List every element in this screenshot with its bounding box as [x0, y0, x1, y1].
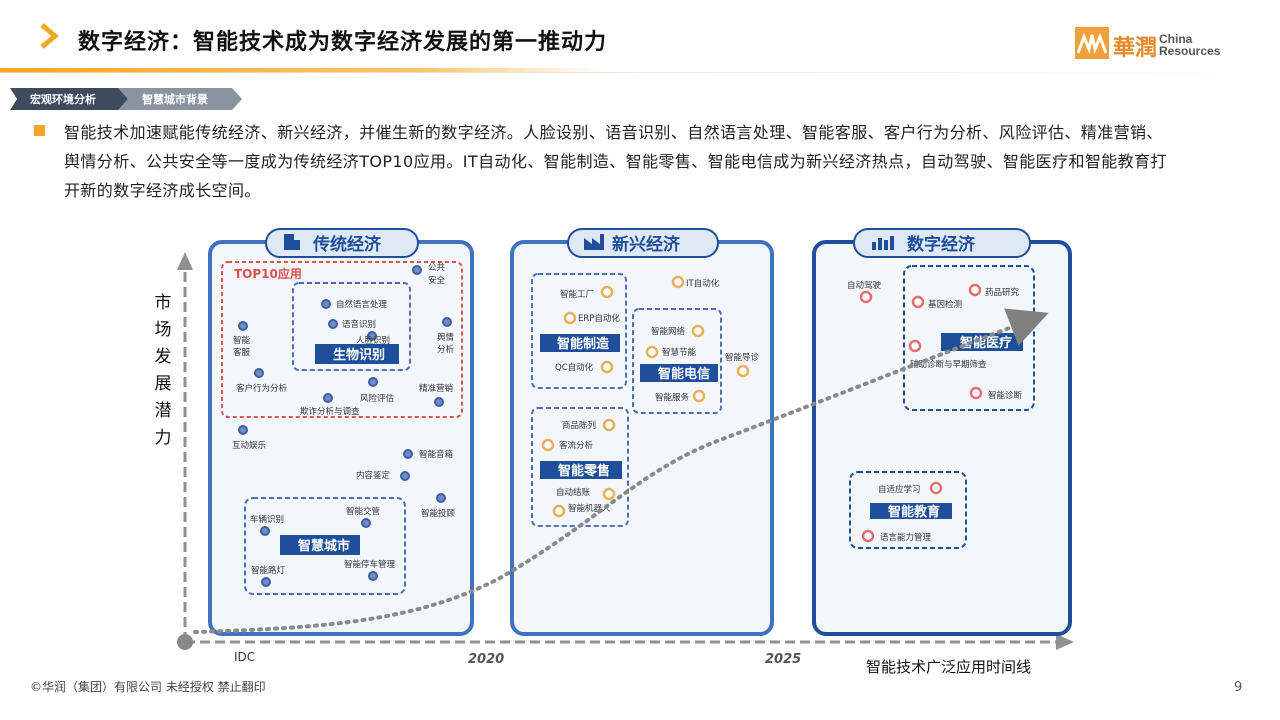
svg-text:内容鉴定: 内容鉴定	[356, 470, 391, 481]
svg-text:QC自动化: QC自动化	[555, 362, 594, 373]
svg-text:药品研究: 药品研究	[985, 287, 1020, 298]
svg-text:智能服务: 智能服务	[655, 392, 690, 403]
svg-text:自然语言处理: 自然语言处理	[336, 299, 388, 310]
smart-city-box	[244, 497, 406, 595]
bullet-square	[34, 125, 45, 136]
svg-text:舆情: 舆情	[437, 332, 455, 343]
svg-text:风险评估: 风险评估	[360, 393, 395, 404]
breadcrumb-item-macro[interactable]: 宏观环境分析	[10, 88, 128, 110]
retail-label: 智能零售	[558, 463, 610, 479]
svg-text:智能机器人: 智能机器人	[568, 503, 611, 514]
svg-text:语音识别: 语音识别	[342, 319, 376, 330]
logo-en-line1: China	[1159, 32, 1193, 46]
header-accent-line	[0, 68, 600, 72]
smart-city-label: 智慧城市	[298, 538, 350, 554]
education-label: 智能教育	[888, 504, 940, 520]
svg-text:智能导诊: 智能导诊	[725, 352, 760, 363]
svg-text:商品陈列: 商品陈列	[562, 420, 596, 431]
biometric-box	[292, 282, 411, 371]
header-divider	[0, 72, 1280, 73]
x-axis-arrow	[1056, 634, 1074, 650]
breadcrumb-item-smart-city[interactable]: 智慧城市背景	[118, 88, 242, 110]
logo-english-text: China Resources	[1159, 33, 1220, 57]
svg-text:客服: 客服	[233, 347, 251, 358]
y-axis-label: 市场发展潜力	[154, 293, 172, 448]
svg-text:客流分析: 客流分析	[559, 440, 594, 451]
svg-text:欺诈分析与调查: 欺诈分析与调查	[300, 406, 360, 417]
medical-box	[903, 265, 1035, 411]
biometric-label: 生物识别	[333, 347, 385, 363]
svg-text:互动娱乐: 互动娱乐	[232, 440, 267, 451]
copyright: ©华润（集团）有限公司 未经授权 禁止翻印	[30, 680, 266, 694]
svg-text:智能: 智能	[233, 335, 251, 346]
svg-text:客户行为分析: 客户行为分析	[236, 383, 288, 394]
svg-text:语言能力管理: 语言能力管理	[880, 532, 932, 543]
page-title: 数字经济：智能技术成为数字经济发展的第一推动力	[78, 30, 608, 55]
x-tick-2020: 2020	[468, 652, 504, 667]
svg-text:自适应学习: 自适应学习	[878, 484, 921, 495]
top10-label: TOP10应用	[234, 266, 302, 281]
panel-emerging	[510, 240, 774, 636]
chevron-right-icon	[40, 23, 59, 49]
svg-text:智能交管: 智能交管	[346, 506, 380, 517]
svg-text:ERP自动化: ERP自动化	[578, 313, 620, 324]
telecom-label: 智能电信	[658, 366, 710, 382]
svg-text:智能路灯: 智能路灯	[251, 565, 286, 576]
svg-text:智慧节能: 智慧节能	[662, 347, 697, 358]
body-paragraph: 智能技术加速赋能传统经济、新兴经济，并催生新的数字经济。人脸设别、语音识别、自然…	[64, 123, 1167, 200]
telecom-box	[632, 308, 722, 414]
panel-traditional-title-bg	[265, 228, 419, 258]
education-box	[849, 471, 967, 549]
page-number: 9	[1234, 680, 1243, 695]
svg-text:智能投顾: 智能投顾	[421, 508, 456, 519]
svg-text:人脸识别: 人脸识别	[356, 335, 390, 346]
bar-chart-icon	[872, 236, 894, 250]
top10-box	[221, 261, 463, 418]
medical-label: 智能医疗	[960, 335, 1012, 351]
logo-en-line2: Resources	[1159, 44, 1221, 58]
svg-text:智能音箱: 智能音箱	[419, 449, 454, 460]
factory-icon	[584, 234, 604, 250]
manufacturing-label: 智能制造	[557, 336, 610, 352]
svg-text:智能停车管理: 智能停车管理	[344, 559, 396, 570]
svg-text:智能诊断: 智能诊断	[988, 390, 1023, 401]
origin-dot	[177, 634, 193, 650]
it-automation: IT自动化	[686, 278, 720, 289]
manufacturing-box	[531, 273, 627, 389]
logo-chinese-text: 華潤	[1113, 35, 1158, 61]
origin-label: IDC	[234, 650, 255, 664]
svg-text:辅助诊断与早期筛查: 辅助诊断与早期筛查	[910, 359, 987, 370]
svg-text:安全: 安全	[428, 275, 446, 286]
svg-text:基因检测: 基因检测	[928, 299, 962, 310]
svg-text:精准营销: 精准营销	[419, 383, 454, 394]
autodrive: 自动驾驶	[847, 280, 882, 291]
panel-digital-title-bg	[853, 228, 1031, 258]
svg-text:分析: 分析	[437, 344, 455, 355]
svg-text:公共: 公共	[428, 263, 446, 273]
x-axis-label: 智能技术广泛应用时间线	[866, 658, 1032, 676]
svg-text:智能网络: 智能网络	[651, 326, 686, 337]
china-resources-logo-icon	[1075, 27, 1109, 59]
panel-emerging-title-bg	[567, 228, 719, 258]
y-axis-arrow	[177, 252, 193, 270]
svg-text:智能工厂: 智能工厂	[560, 289, 594, 300]
x-tick-2025: 2025	[765, 652, 801, 667]
growth-curve	[193, 308, 1049, 634]
building-icon	[284, 234, 300, 250]
svg-text:自动结账: 自动结账	[556, 487, 591, 498]
panel-emerging-title: 新兴经济	[612, 234, 681, 255]
panel-traditional-title: 传统经济	[312, 234, 382, 255]
svg-text:车辆识别: 车辆识别	[250, 514, 284, 525]
panel-digital-title: 数字经济	[907, 234, 976, 255]
